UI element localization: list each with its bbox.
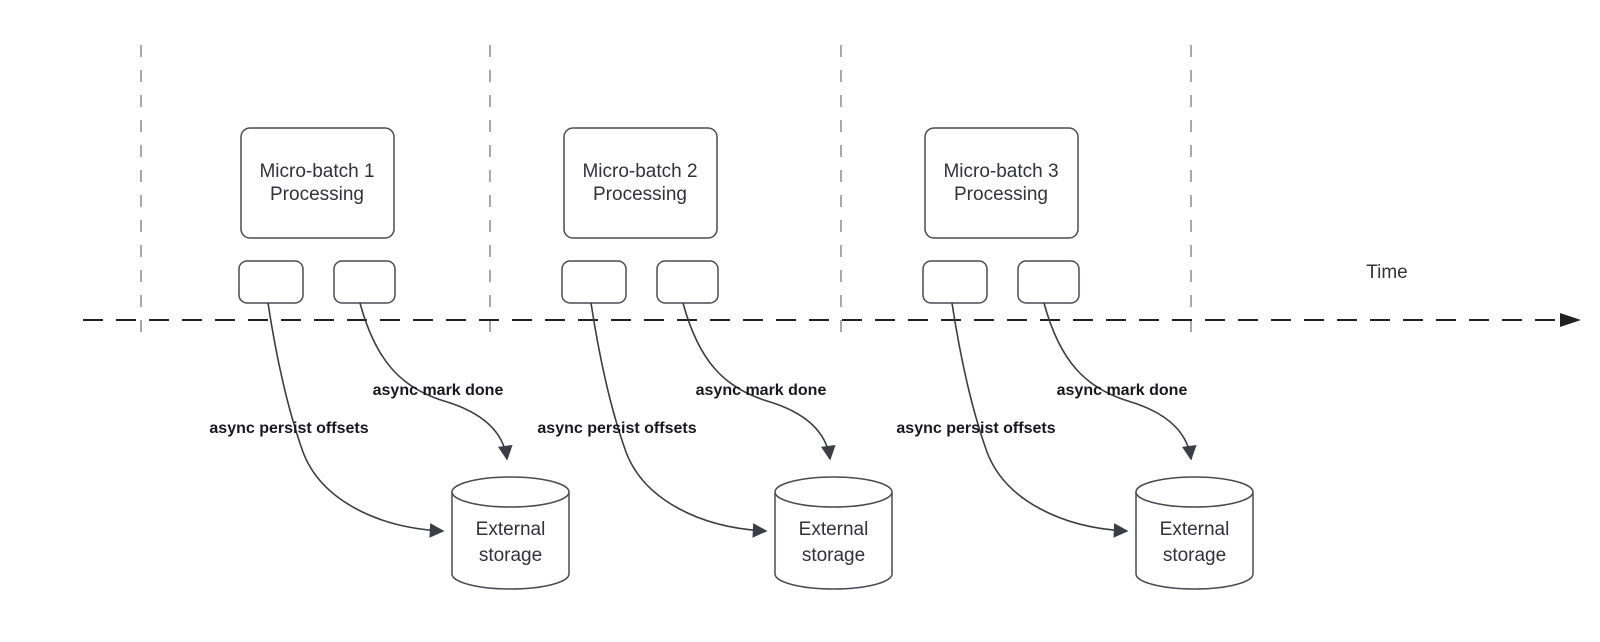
- storage-label-line1: External: [799, 519, 869, 540]
- micro-batch-title-line1: Micro-batch 3: [943, 161, 1058, 182]
- micro-batch-title-line2: Processing: [593, 184, 687, 205]
- batch-group-1: Micro-batch 1 Processing async persist o…: [209, 127, 570, 590]
- mark-done-arrow: [359, 302, 513, 461]
- persist-offsets-arrow: [951, 302, 1129, 538]
- done-task-box: [656, 260, 719, 304]
- batch-group-2: Micro-batch 2 Processing async persist o…: [537, 127, 893, 590]
- done-task-box: [1017, 260, 1080, 304]
- micro-batch-title-line1: Micro-batch 2: [582, 161, 697, 182]
- persist-offsets-arrow: [267, 302, 445, 538]
- batch-group-3: Micro-batch 3 Processing async persist o…: [896, 127, 1254, 590]
- storage-cylinder-body: [1135, 492, 1254, 590]
- storage-cylinder-top: [1135, 476, 1254, 508]
- offset-task-box: [238, 260, 304, 304]
- offset-task-box: [922, 260, 988, 304]
- storage-cylinder-top: [774, 476, 893, 508]
- mark-done-arrow: [1043, 302, 1197, 461]
- micro-batch-title-line1: Micro-batch 1: [259, 161, 374, 182]
- micro-batch-box: [240, 127, 395, 239]
- mark-done-label: async mark done: [373, 382, 504, 399]
- micro-batch-title-line2: Processing: [270, 184, 364, 205]
- persist-offsets-arrow: [590, 302, 768, 538]
- offset-task-box: [561, 260, 627, 304]
- time-axis-arrowhead-icon: [1560, 313, 1581, 327]
- storage-label-line2: storage: [1163, 545, 1226, 566]
- micro-batch-box: [563, 127, 718, 239]
- storage-label-line1: External: [476, 519, 546, 540]
- storage-cylinder-body: [451, 492, 570, 590]
- mark-done-label: async mark done: [1057, 382, 1188, 399]
- storage-cylinder-top: [451, 476, 570, 508]
- storage-cylinder-body: [774, 492, 893, 590]
- done-task-box: [333, 260, 396, 304]
- persist-offsets-label: async persist offsets: [537, 420, 696, 437]
- storage-label-line1: External: [1160, 519, 1230, 540]
- time-axis-label: Time: [1366, 262, 1408, 283]
- mark-done-label: async mark done: [696, 382, 827, 399]
- persist-offsets-label: async persist offsets: [209, 420, 368, 437]
- mark-done-arrow: [682, 302, 836, 461]
- storage-label-line2: storage: [479, 545, 542, 566]
- micro-batch-title-line2: Processing: [954, 184, 1048, 205]
- storage-label-line2: storage: [802, 545, 865, 566]
- persist-offsets-label: async persist offsets: [896, 420, 1055, 437]
- micro-batch-box: [924, 127, 1079, 239]
